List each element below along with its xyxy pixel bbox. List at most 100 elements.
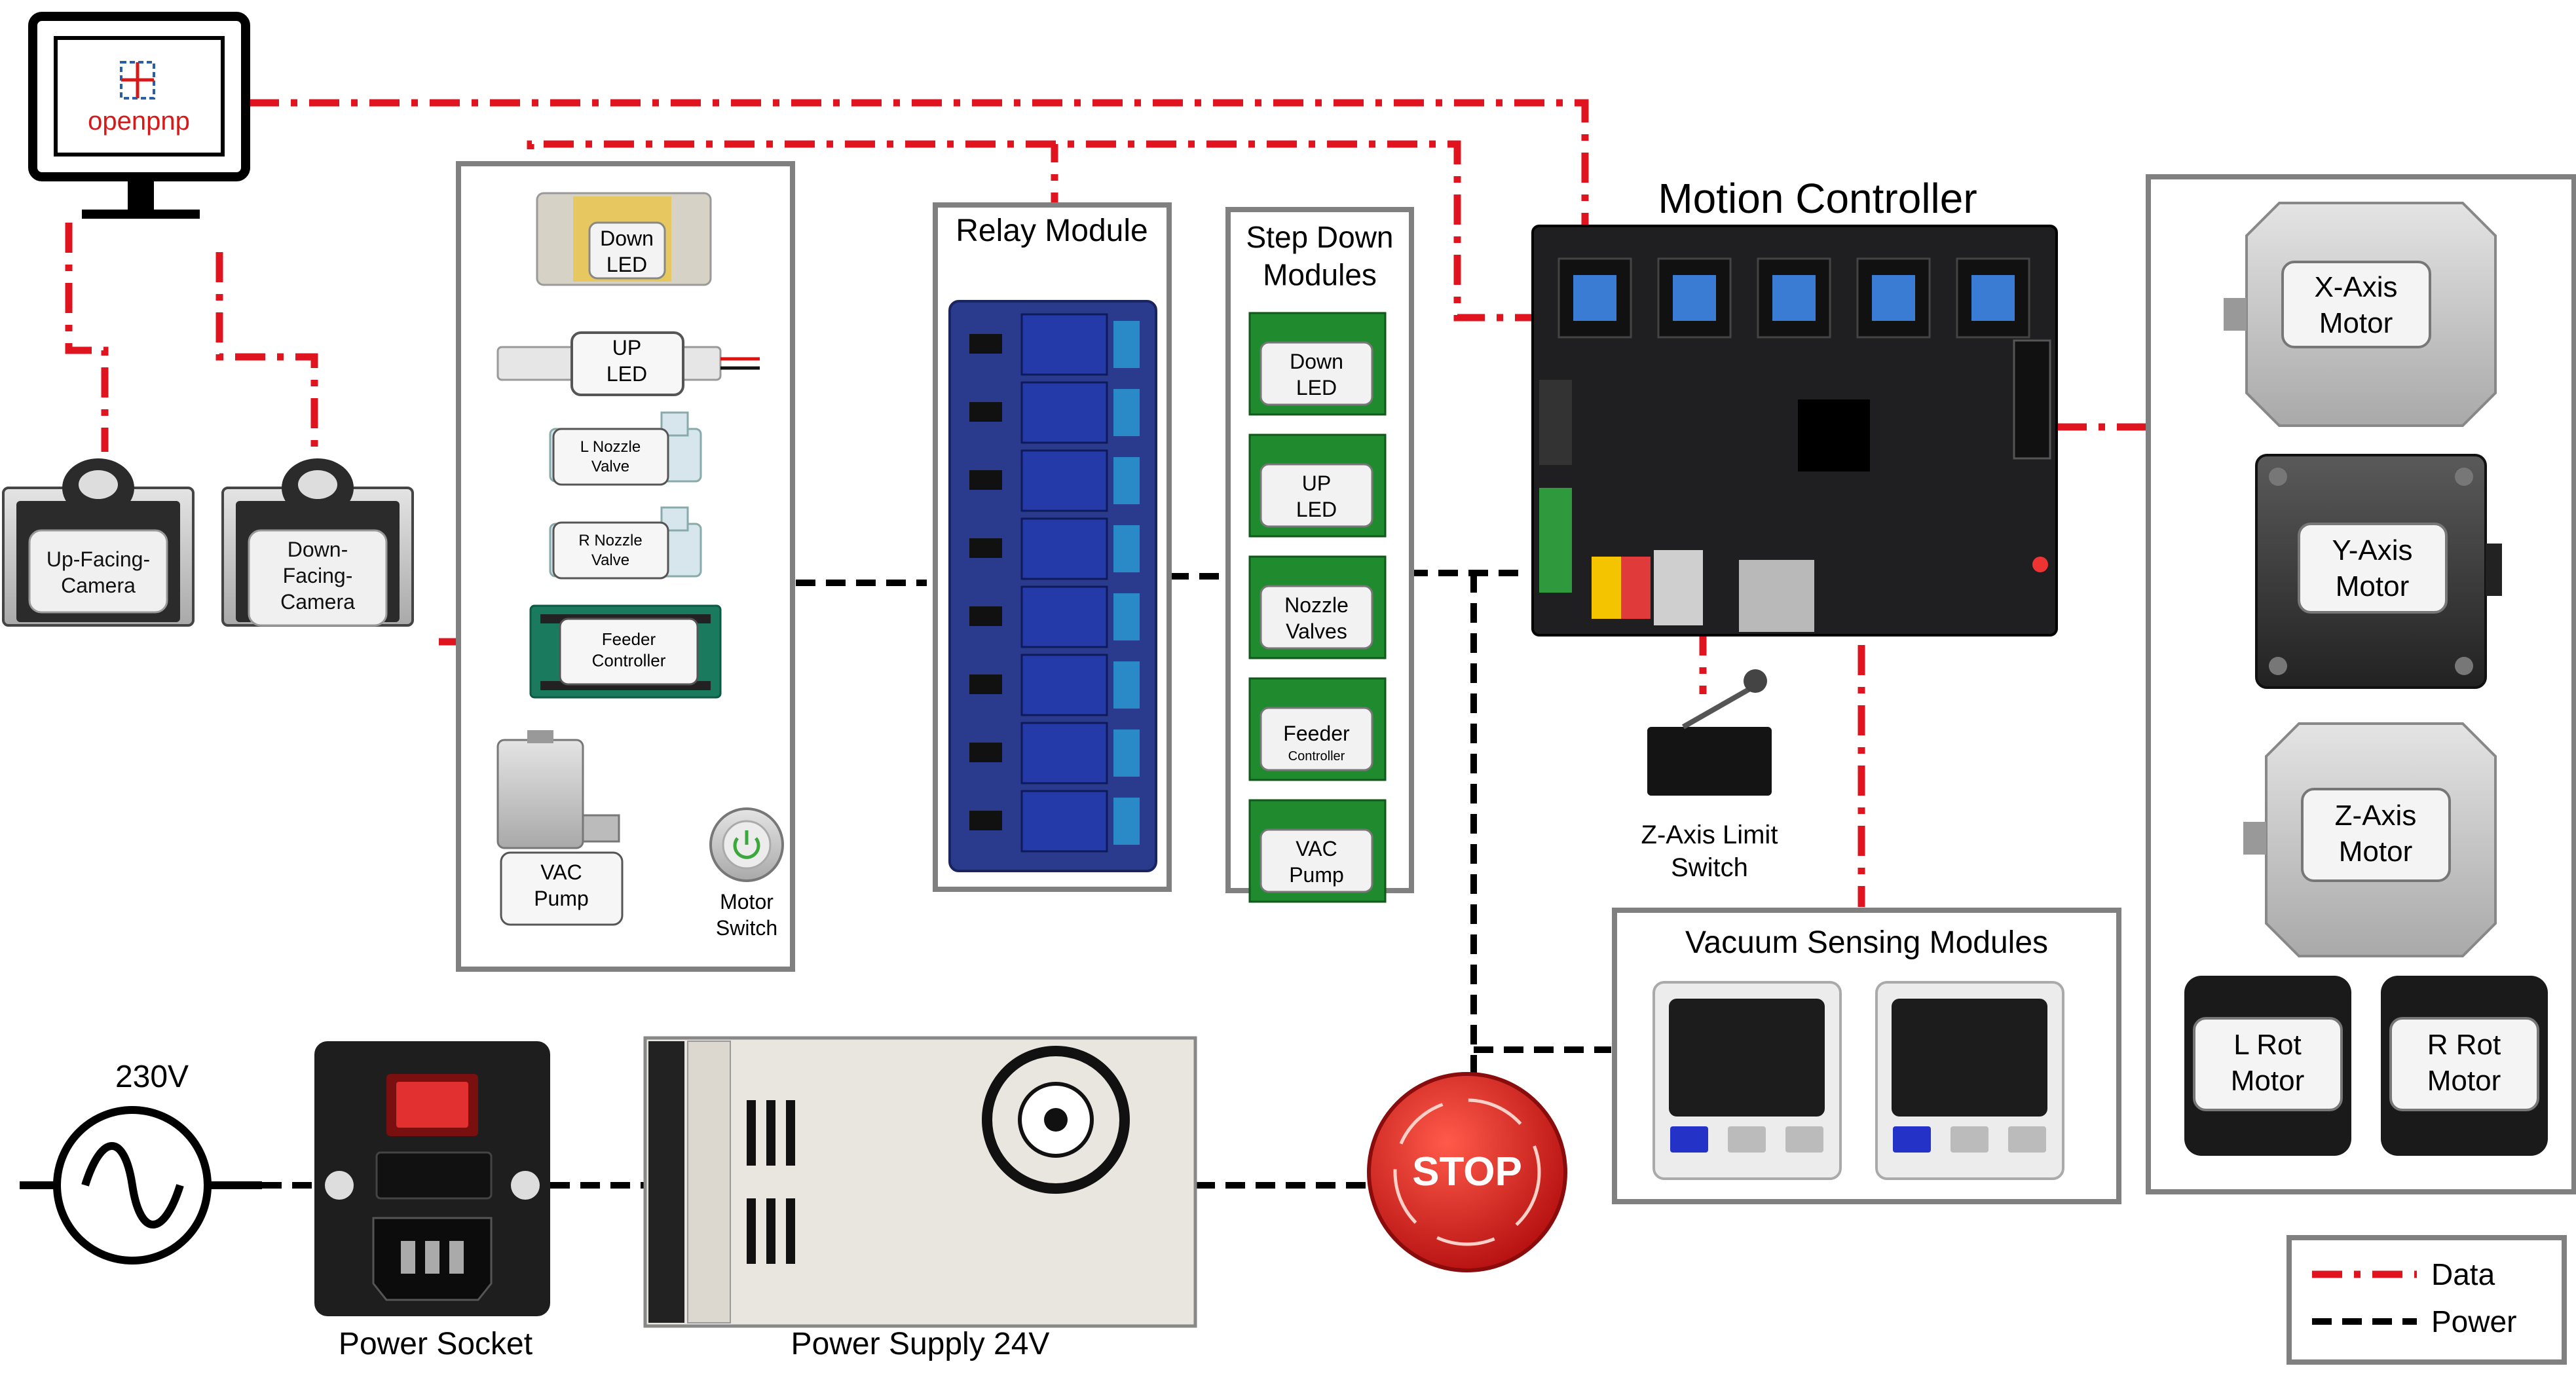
limit-switch-icon	[1647, 727, 1772, 796]
data-line-up-camera	[65, 223, 109, 452]
stepper-driver-heatsink	[1971, 275, 2015, 321]
up-facing-camera-label: Up-Facing-Camera	[47, 547, 150, 597]
relay-terminal	[1113, 798, 1140, 845]
relay-optocoupler	[969, 334, 1002, 354]
stepper-driver-heatsink	[1772, 275, 1816, 321]
power-supply: Power Supply 24V	[643, 1036, 1197, 1361]
relay-module-title: Relay Module	[956, 213, 1148, 248]
down-facing-camera-label: Down-Facing-Camera	[280, 538, 355, 614]
vacuum-sensor-2-icon	[1875, 981, 2064, 1180]
legend: Data Power	[2287, 1235, 2567, 1365]
vacuum-sensing-title: Vacuum Sensing Modules	[1685, 925, 2048, 960]
stepdown-label-box	[1260, 463, 1373, 528]
vacuum-sensing-box: Vacuum Sensing Modules	[1612, 908, 2121, 1204]
relay-channel	[1020, 585, 1108, 648]
openpnp-logo-icon	[120, 61, 155, 100]
relay-terminal	[1113, 321, 1140, 368]
vac-pump-icon	[496, 730, 620, 849]
vacuum-sensor-1-icon	[1652, 981, 1842, 1180]
power-supply-icon	[643, 1036, 1197, 1328]
stepdown-module-label: Feeder	[1283, 722, 1350, 745]
stepdown-module-sublabel: Controller	[1288, 749, 1345, 764]
fan-icon	[982, 1046, 1130, 1194]
ac-voltage-label: 230V	[115, 1060, 189, 1094]
relay-terminal	[1113, 389, 1140, 436]
relay-terminal	[1113, 661, 1140, 709]
relay-optocoupler	[969, 538, 1002, 558]
computer-monitor: openpnp	[28, 12, 250, 219]
ac-source: 230V	[53, 1060, 212, 1265]
power-supply-label: Power Supply 24V	[791, 1327, 1050, 1361]
relay-optocoupler	[969, 811, 1002, 830]
relay-channel	[1020, 313, 1108, 376]
emergency-stop-button[interactable]: STOP	[1367, 1072, 1567, 1272]
power-socket: Power Socket	[314, 1041, 550, 1361]
stepdown-label-box	[1260, 341, 1373, 406]
relay-channel	[1020, 449, 1108, 512]
relay-channel	[1020, 654, 1108, 716]
relay-terminal	[1113, 593, 1140, 640]
openpnp-logo-text: openpnp	[88, 107, 190, 136]
power-socket-label: Power Socket	[339, 1327, 532, 1361]
relay-channel	[1020, 381, 1108, 444]
relay-optocoupler	[969, 470, 1002, 490]
emergency-stop-text: STOP	[1412, 1149, 1522, 1194]
stepper-driver-heatsink	[1673, 275, 1716, 321]
up-facing-camera: Up-Facing-Camera	[2, 458, 195, 627]
stepdown-label-box	[1260, 707, 1373, 771]
relay-terminal	[1113, 457, 1140, 504]
data-line-down-camera	[215, 252, 318, 458]
data-line-pc-controller	[249, 99, 1589, 272]
relay-terminal	[1113, 729, 1140, 777]
relay-channel	[1020, 722, 1108, 785]
relay-optocoupler	[969, 402, 1002, 422]
relay-channels	[969, 313, 1140, 853]
stepper-driver-heatsink	[1573, 275, 1616, 321]
stepper-drivers	[1558, 257, 2030, 339]
motion-controller-title: Motion Controller	[1658, 175, 1977, 222]
relay-optocoupler	[969, 743, 1002, 762]
relay-channel	[1020, 517, 1108, 580]
stepper-driver-heatsink	[1872, 275, 1915, 321]
relay-module-box: Relay Module	[933, 202, 1172, 892]
controller-fuse-icon	[1592, 557, 1621, 619]
relay-terminal	[1113, 525, 1140, 572]
relay-optocoupler	[969, 674, 1002, 694]
motor-switch-icon[interactable]	[709, 807, 784, 882]
legend-power-label: Power	[2431, 1304, 2516, 1339]
legend-data-label: Data	[2431, 1257, 2495, 1291]
stepdown-label-box	[1260, 585, 1373, 650]
stepdown-label-box	[1260, 828, 1373, 893]
down-facing-camera: Down-Facing-Camera	[221, 458, 414, 627]
relay-optocoupler	[969, 606, 1002, 626]
relay-channel	[1020, 790, 1108, 853]
controller-chip-icon	[1798, 399, 1870, 471]
